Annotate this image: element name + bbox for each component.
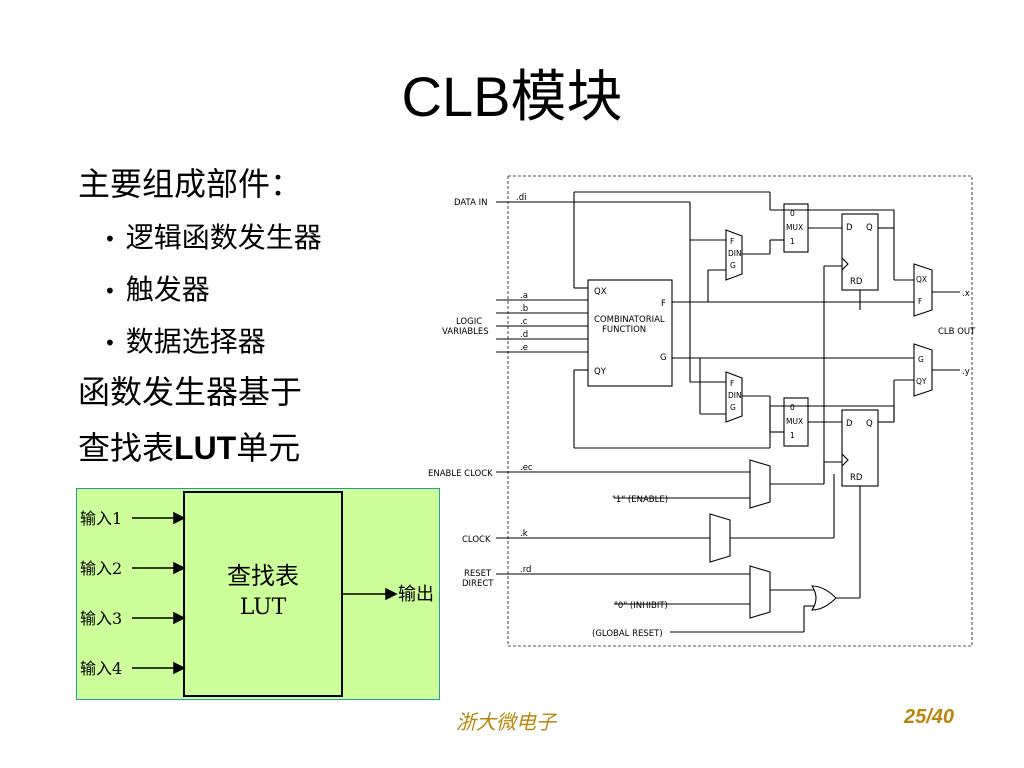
circuit-label-clb-out: CLB OUT: [938, 327, 976, 337]
section-heading: 主要组成部件：: [78, 165, 303, 203]
circuit-label-a: .a: [520, 291, 528, 301]
circuit-label-mux2-f: F: [730, 379, 734, 388]
circuit-label-enable-clock: ENABLE CLOCK: [428, 469, 493, 479]
circuit-label-clock: CLOCK: [462, 535, 491, 545]
circuit-label-e: .e: [520, 343, 528, 353]
bullet-dot-icon: •: [104, 279, 116, 303]
circuit-label-ff2-d: D: [846, 419, 853, 429]
body-line-2-bold: LUT: [174, 430, 237, 466]
circuit-label-qx: QX: [594, 287, 607, 297]
circuit-label-di: .di: [516, 193, 526, 203]
bullet-item: • 触发器: [104, 272, 210, 309]
circuit-label-reset: RESET: [464, 569, 492, 579]
bullet-text: 数据选择器: [125, 325, 266, 358]
circuit-label-direct: DIRECT: [462, 579, 494, 589]
lut-box-label-1: 查找表: [227, 562, 299, 590]
lut-input-2: 输入2: [80, 559, 122, 578]
circuit-label-k: .k: [520, 529, 528, 539]
circuit-label-b: .b: [520, 304, 528, 314]
footer-org: 浙大微电子: [456, 710, 556, 734]
circuit-label-inhibit: "0" (INHIBIT): [614, 601, 668, 611]
circuit-label-mux2-0: 0: [790, 403, 795, 412]
bullet-item: • 逻辑函数发生器: [104, 220, 322, 257]
circuit-label-combinatorial: COMBINATORIAL: [594, 315, 665, 325]
circuit-label-out-qx: QX: [916, 275, 927, 284]
lut-input-1: 输入1: [80, 509, 122, 528]
circuit-label-data-in: DATA IN: [454, 198, 487, 208]
circuit-label-mux2-mux: MUX: [786, 417, 803, 426]
lut-box: [183, 491, 343, 697]
circuit-label-ff2-rd: RD: [850, 473, 863, 483]
circuit-label-mux1-mux: MUX: [786, 223, 803, 232]
circuit-label-mux2-din: DIN: [728, 391, 742, 400]
lut-output-label: 输出: [398, 584, 434, 605]
lut-input-3: 输入3: [80, 609, 122, 628]
body-line-2-prefix: 查找表: [78, 429, 175, 467]
circuit-label-out-qy: QY: [916, 377, 927, 386]
circuit-label-function: FUNCTION: [602, 325, 646, 335]
circuit-label-d: .d: [520, 330, 528, 340]
circuit-label-mux-din: DIN: [728, 249, 742, 258]
circuit-label-mux-g: G: [730, 261, 736, 270]
circuit-label-ff1-rd: RD: [850, 277, 863, 287]
circuit-label-mux1-0: 0: [790, 209, 795, 218]
lut-diagram: 输入1 输入2 输入3 输入4 查找表 LUT 输出: [80, 491, 434, 697]
circuit-label-logic: LOGIC: [456, 317, 482, 327]
circuit-label-ff1-d: D: [846, 223, 853, 233]
circuit-label-qy: QY: [594, 367, 607, 377]
lut-box-label-2: LUT: [240, 595, 287, 620]
circuit-label-ff2-q: Q: [866, 419, 873, 429]
page-number: 25/40: [904, 706, 955, 728]
slide-title: CLB模块: [401, 65, 623, 128]
body-line-2: 查找表LUT单元: [78, 428, 300, 468]
circuit-label-c: .c: [520, 317, 528, 327]
circuit-label-x: .x: [962, 289, 970, 299]
bullet-text: 逻辑函数发生器: [125, 221, 322, 254]
circuit-label-rd: .rd: [520, 565, 531, 575]
circuit-label-mux2-1: 1: [790, 431, 795, 440]
circuit-label-out-f: F: [918, 297, 922, 306]
circuit-label-mux1-1: 1: [790, 237, 795, 246]
lut-input-4: 输入4: [80, 659, 122, 678]
circuit-label-ff1-q: Q: [866, 223, 873, 233]
circuit-label-out-g: G: [918, 355, 924, 364]
circuit-label-f: F: [661, 299, 666, 309]
bullet-dot-icon: •: [104, 227, 116, 251]
circuit-label-mux2-g: G: [730, 403, 736, 412]
circuit-label-y: .y: [962, 367, 970, 377]
circuit-label-mux-f: F: [730, 237, 734, 246]
circuit-label-g: G: [660, 353, 667, 363]
body-line-2-suffix: 单元: [236, 429, 301, 467]
circuit-label-enable-1: "1" (ENABLE): [612, 495, 668, 505]
clb-circuit-diagram: DATA IN .di LOGIC VARIABLES .a .b .c .d …: [428, 175, 976, 647]
body-line-1: 函数发生器基于: [78, 373, 303, 411]
circuit-label-variables: VARIABLES: [442, 327, 489, 337]
bullet-item: • 数据选择器: [104, 324, 266, 361]
bullet-text: 触发器: [125, 273, 210, 306]
circuit-label-global-reset: (GLOBAL RESET): [592, 629, 663, 639]
bullet-dot-icon: •: [104, 331, 116, 355]
circuit-label-ec: .ec: [520, 463, 533, 473]
